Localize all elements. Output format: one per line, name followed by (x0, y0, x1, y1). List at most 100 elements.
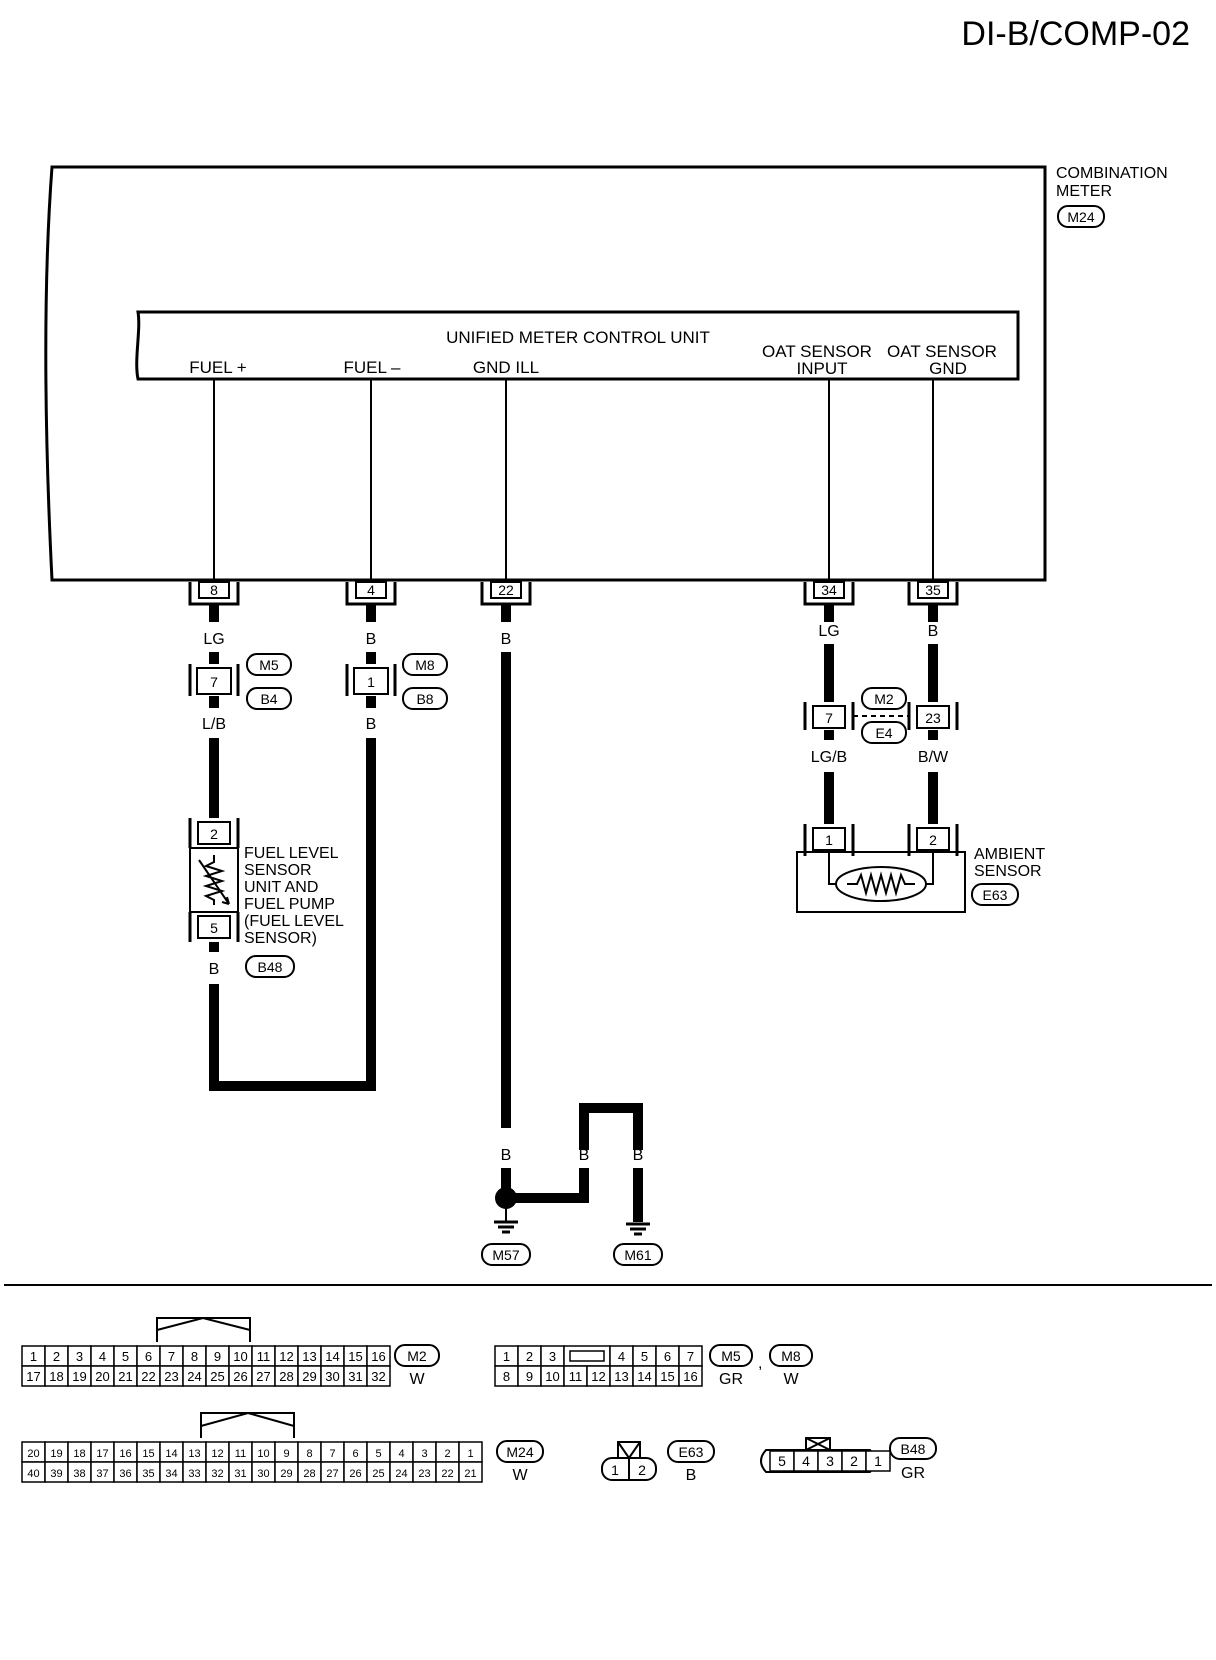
m24-pin-label: 39 (50, 1468, 62, 1480)
wire-color-c2-mid: B (366, 716, 377, 733)
m24-pin-label: 40 (27, 1468, 39, 1480)
svg-text:M8: M8 (415, 657, 435, 673)
m24-pin-label: 24 (395, 1468, 407, 1480)
m2-pin-label: 3 (76, 1349, 83, 1364)
svg-text:M57: M57 (492, 1247, 519, 1263)
m5-pin-label: 5 (641, 1349, 648, 1364)
m2-pin-label: 20 (95, 1369, 109, 1384)
b48-connector-latch (805, 1437, 831, 1451)
m24-pin-label: 36 (119, 1468, 131, 1480)
meter-pin-35: 35 (907, 581, 959, 606)
joint-connector-m2-e4-pin-23: 23 (907, 702, 959, 730)
thermistor-body (835, 866, 927, 902)
m5-pin-label: 6 (664, 1349, 671, 1364)
m24-pin-label: 15 (142, 1448, 154, 1460)
svg-text:4: 4 (367, 582, 375, 598)
b48-pin-label: 3 (826, 1453, 834, 1469)
m24-pin-label: 7 (329, 1448, 335, 1460)
fuel-plus-label: FUEL + (189, 358, 247, 377)
wire-color-c4-mid: LG/B (811, 749, 847, 766)
m2-pin-label: 19 (72, 1369, 86, 1384)
fuel-sensor-connector-tag: B48 (245, 955, 295, 978)
svg-text:E4: E4 (875, 725, 892, 741)
m24-pin-label: 27 (326, 1468, 338, 1480)
m5-pin-label: 4 (618, 1349, 625, 1364)
oat-gnd-label-1: OAT SENSOR (887, 342, 997, 361)
wire-color-c1-bot: B (209, 961, 220, 978)
m24-pin-label: 18 (73, 1448, 85, 1460)
svg-text:1: 1 (367, 674, 375, 690)
m2-pin-label: 14 (325, 1349, 339, 1364)
wire-color-g2: B (579, 1147, 590, 1164)
e63-connector-tag: E63 (667, 1440, 715, 1463)
m5-pin-label: 3 (549, 1349, 556, 1364)
m2-pin-label: 12 (279, 1349, 293, 1364)
wire-color-c5-mid: B/W (918, 749, 949, 766)
m24-pin-label: 21 (464, 1468, 476, 1480)
m5-pin-label: 8 (503, 1369, 510, 1384)
m2-pin-label: 17 (26, 1369, 40, 1384)
fuel-minus-label: FUEL – (343, 358, 401, 377)
m24-pin-label: 12 (211, 1448, 223, 1460)
m5-pin-label: 2 (526, 1349, 533, 1364)
m2-connector-latch-peak (156, 1316, 251, 1331)
m5-pin-label: 9 (526, 1369, 533, 1384)
m2-pin-label: 27 (256, 1369, 270, 1384)
m2-pin-label: 10 (233, 1349, 247, 1364)
svg-text:7: 7 (825, 710, 833, 726)
svg-text:34: 34 (821, 582, 837, 598)
joint-tag-b4: B4 (246, 687, 292, 710)
fuel-sensor-label-1: FUEL LEVEL (244, 845, 339, 862)
thermistor-resistor-icon (847, 871, 915, 897)
m2-pin-label: 6 (145, 1349, 152, 1364)
m8-connector-color: W (783, 1371, 799, 1388)
wire-color-g1: B (501, 1147, 512, 1164)
m2-pin-label: 4 (99, 1349, 106, 1364)
m24-pin-label: 38 (73, 1468, 85, 1480)
m24-pin-label: 33 (188, 1468, 200, 1480)
svg-text:B8: B8 (416, 691, 433, 707)
ambient-sensor-label-2: SENSOR (974, 863, 1042, 880)
m24-pin-label: 2 (444, 1448, 450, 1460)
e63-connector-color: B (686, 1467, 697, 1484)
combination-meter-outline (44, 165, 1047, 582)
m2-pin-label: 18 (49, 1369, 63, 1384)
m2-pin-label: 30 (325, 1369, 339, 1384)
m24-connector-color: W (512, 1467, 528, 1484)
b48-connector-tag: B48 (889, 1437, 937, 1460)
svg-text:M24: M24 (506, 1444, 533, 1460)
ground-tag-m61: M61 (613, 1243, 663, 1266)
svg-text:E63: E63 (679, 1444, 704, 1460)
m5-pin-label: 12 (591, 1369, 605, 1384)
ground-tag-m57: M57 (481, 1243, 531, 1266)
ambient-sensor-pin-1: 1 (803, 824, 855, 856)
m2-pin-label: 9 (214, 1349, 221, 1364)
svg-text:B48: B48 (901, 1441, 926, 1457)
ambient-sensor-connector-tag: E63 (971, 883, 1019, 906)
m5-pin-label: 14 (637, 1369, 651, 1384)
m2-pin-label: 26 (233, 1369, 247, 1384)
ambient-lead-right (926, 850, 934, 885)
m24-pin-label: 37 (96, 1468, 108, 1480)
joint-connector-m5-b4: 7 (188, 664, 240, 696)
m2-pin-label: 5 (122, 1349, 129, 1364)
m24-pin-label: 5 (375, 1448, 381, 1460)
m2-pin-label: 15 (348, 1349, 362, 1364)
m2-connector-tag: M2 (394, 1344, 440, 1367)
variable-resistor-arrow-icon (198, 859, 230, 905)
m24-pin-label: 19 (50, 1448, 62, 1460)
m5-m8-separator: , (758, 1355, 762, 1372)
m8-connector-tag: M8 (769, 1344, 813, 1367)
fuel-sensor-label-3: UNIT AND (244, 879, 318, 896)
m2-pin-label: 31 (348, 1369, 362, 1384)
svg-text:5: 5 (210, 920, 218, 936)
wire-color-c1-mid: L/B (202, 716, 226, 733)
svg-text:M2: M2 (874, 691, 894, 707)
b48-pin-label: 4 (802, 1453, 810, 1469)
ambient-lead-left (828, 850, 836, 885)
m2-pin-label: 2 (53, 1349, 60, 1364)
wire-color-c1-top: LG (203, 631, 224, 648)
